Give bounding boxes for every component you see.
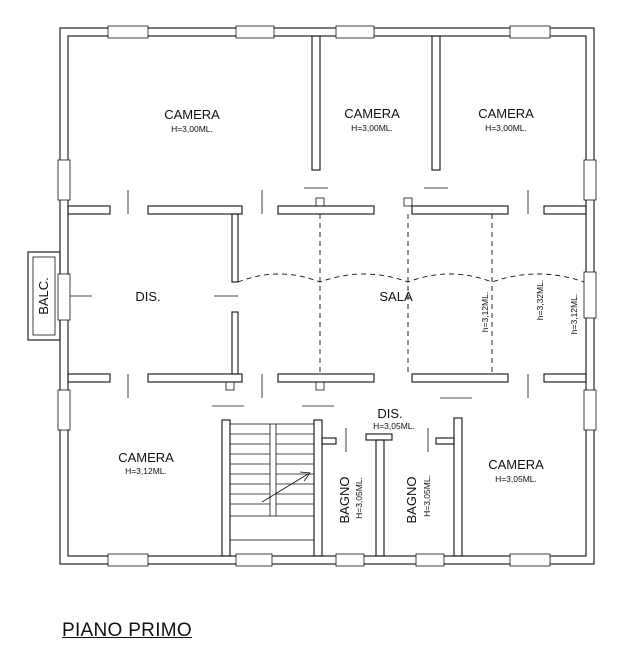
dis-south-height: H=3,05ML. [373, 421, 415, 431]
staircase [229, 423, 315, 541]
windows [57, 25, 597, 567]
room-labels: CAMERA H=3,00ML. CAMERA H=3,00ML. CAMERA… [36, 106, 579, 523]
bagno-b-name: BAGNO [404, 477, 419, 524]
dis-west-name: DIS. [135, 289, 160, 304]
window-w3 [57, 389, 71, 431]
balcony-label: BALC. [36, 277, 51, 315]
window-w1 [57, 159, 71, 201]
interior-walls [67, 35, 587, 557]
bagno-a-height: H=3,05ML. [354, 477, 364, 519]
window-s3 [335, 553, 365, 567]
window-s4 [415, 553, 445, 567]
window-w2 [57, 273, 71, 321]
bagno-b-height: H=3,05ML. [422, 475, 432, 517]
window-e2 [583, 271, 597, 319]
camera-sw-height: H=3,12ML. [125, 466, 167, 476]
sala-height-b: h=3,32ML. [535, 280, 545, 320]
camera-n-mid-name: CAMERA [344, 106, 400, 121]
sala-name: SALA [379, 289, 413, 304]
sala-height-c: h=3,12ML. [569, 294, 579, 334]
bagno-a-name: BAGNO [337, 477, 352, 524]
camera-se-height: H=3,05ML. [495, 474, 537, 484]
camera-ne-name: CAMERA [478, 106, 534, 121]
plan-title: PIANO PRIMO [62, 620, 192, 641]
window-e1 [583, 159, 597, 201]
window-n4 [509, 25, 551, 39]
camera-nw-name: CAMERA [164, 107, 220, 122]
camera-n-mid-height: H=3,00ML. [351, 123, 393, 133]
window-n1 [107, 25, 149, 39]
window-s5 [509, 553, 551, 567]
dis-south-name: DIS. [377, 406, 402, 421]
window-s2 [235, 553, 273, 567]
window-s1 [107, 553, 149, 567]
sala-height-a: h=3,12ML. [480, 292, 490, 332]
camera-ne-height: H=3,00ML. [485, 123, 527, 133]
window-e3 [583, 389, 597, 431]
window-n2 [235, 25, 275, 39]
window-n3 [335, 25, 375, 39]
camera-sw-name: CAMERA [118, 450, 174, 465]
camera-nw-height: H=3,00ML. [171, 124, 213, 134]
camera-se-name: CAMERA [488, 457, 544, 472]
